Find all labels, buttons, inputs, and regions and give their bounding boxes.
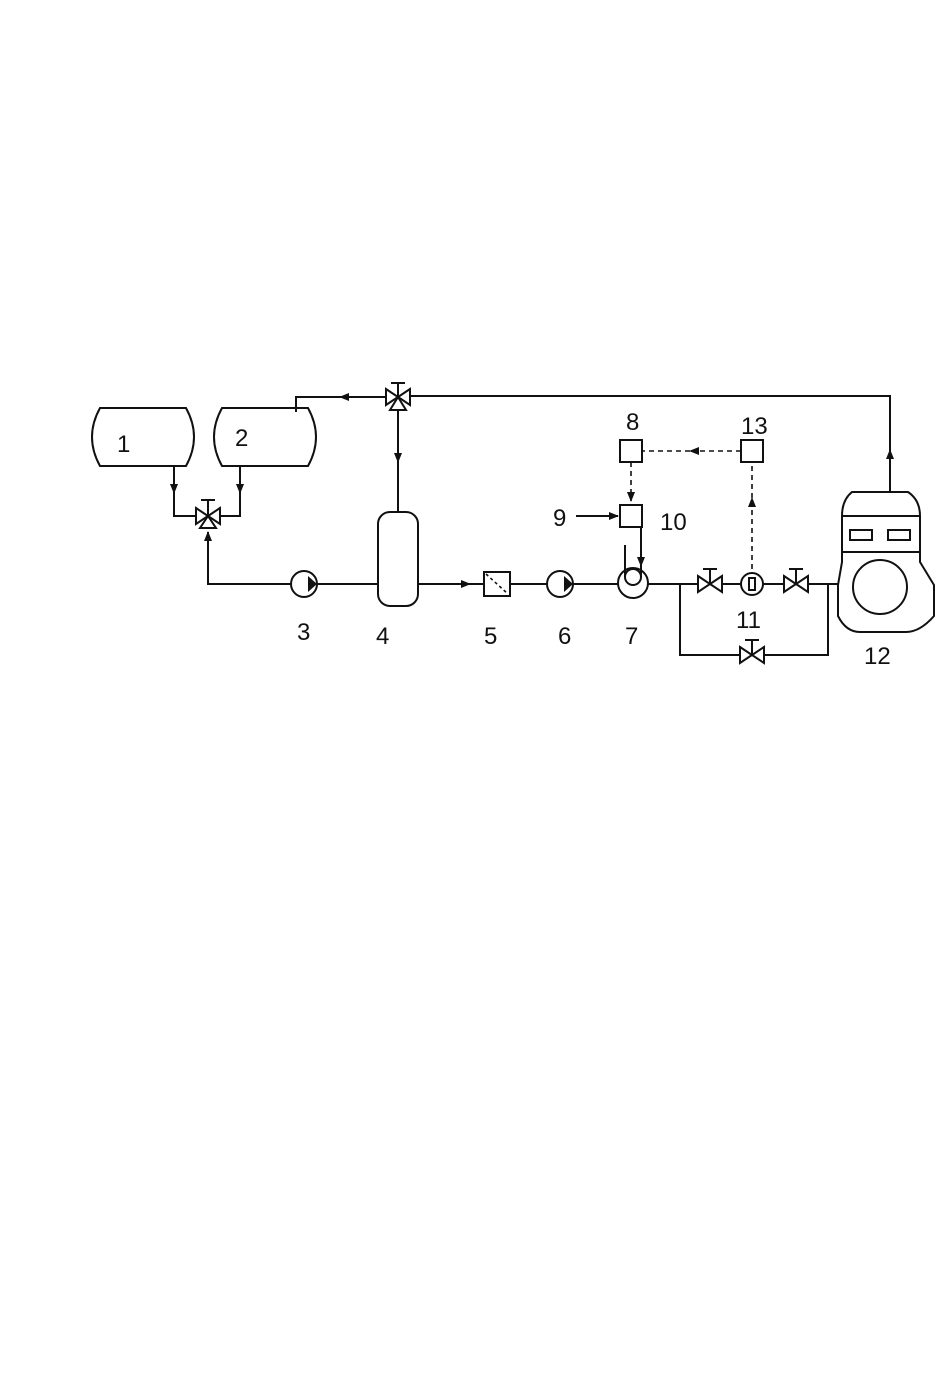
label-9: 9 <box>553 505 566 532</box>
label-11: 11 <box>736 607 761 634</box>
engine-12 <box>838 492 934 632</box>
label-7: 7 <box>625 623 638 650</box>
vessel-4 <box>378 512 418 606</box>
label-12: 12 <box>864 643 891 670</box>
label-2: 2 <box>235 425 248 452</box>
label-8: 8 <box>626 409 639 436</box>
heater-7 <box>618 545 648 598</box>
filter-5 <box>484 572 510 596</box>
label-13: 13 <box>741 413 768 440</box>
label-6: 6 <box>558 623 571 650</box>
return-line <box>296 396 890 492</box>
three-way-valve-lower <box>196 500 220 528</box>
label-10: 10 <box>660 509 687 536</box>
valve-left <box>698 569 722 592</box>
line-to-pump-3 <box>208 532 292 584</box>
signal-lines <box>631 451 752 578</box>
tank-1 <box>92 408 194 466</box>
label-3: 3 <box>297 619 310 646</box>
pump-6 <box>547 571 573 597</box>
flowmeter-11 <box>741 573 763 595</box>
label-4: 4 <box>376 623 389 650</box>
controller-10 <box>620 505 642 527</box>
sensor-13 <box>741 440 763 462</box>
label-5: 5 <box>484 623 497 650</box>
three-way-valve-upper <box>386 383 410 410</box>
pump-3 <box>291 571 317 597</box>
label-1: 1 <box>117 431 130 458</box>
tank-2 <box>214 408 316 466</box>
valve-right <box>784 569 808 592</box>
controller-8 <box>620 440 642 462</box>
